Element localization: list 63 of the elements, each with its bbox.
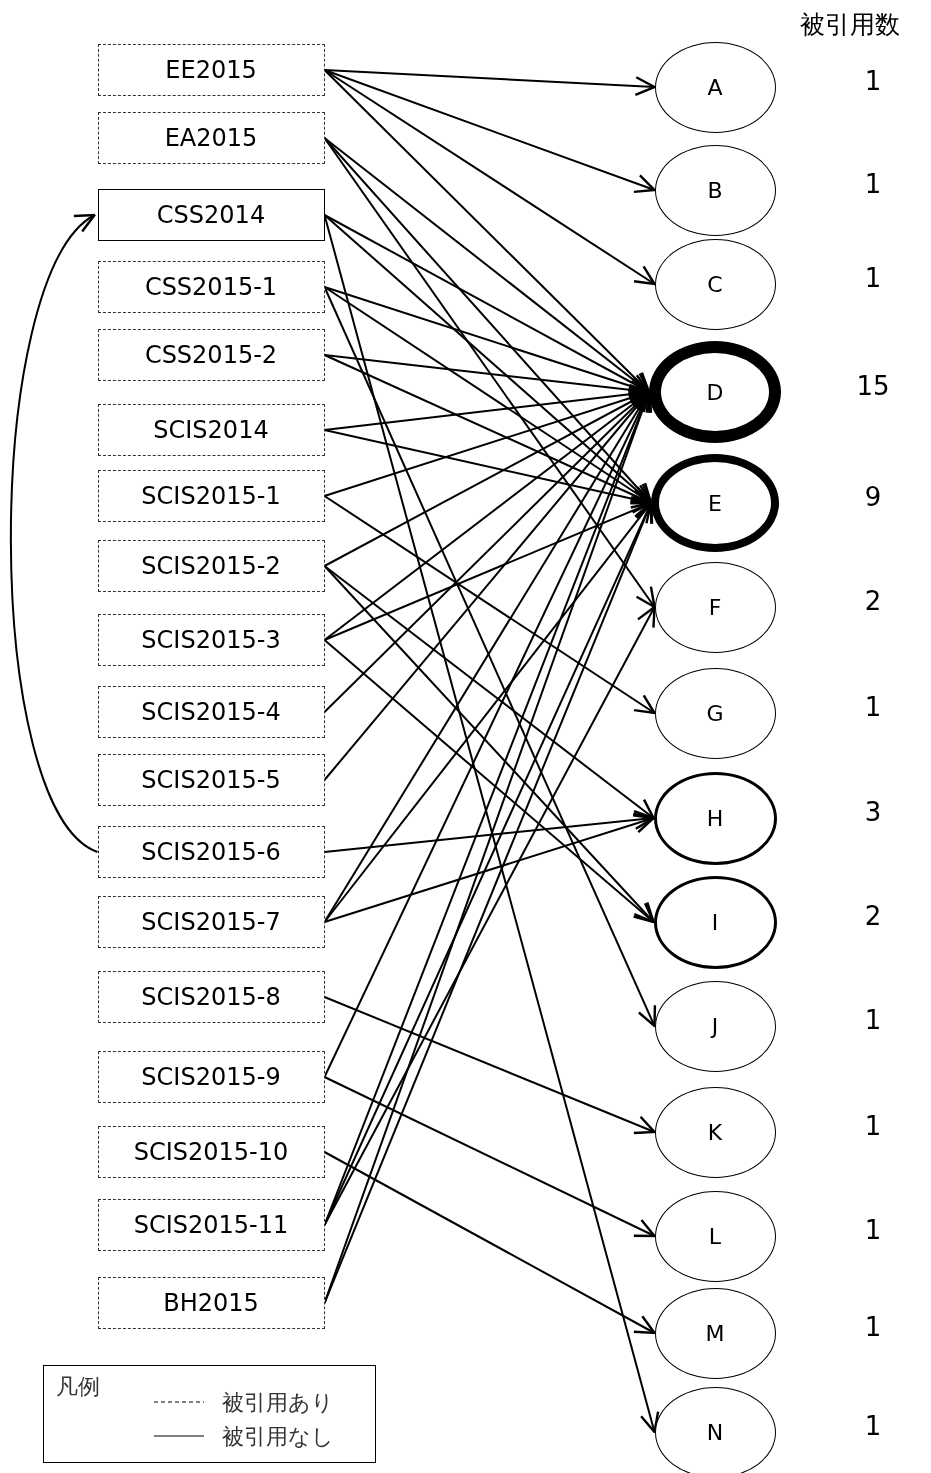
- paper-box: CSS2015-2: [97, 329, 325, 381]
- paper-box: CSS2014: [97, 189, 325, 241]
- paper-box: SCIS2015-9: [97, 1051, 325, 1103]
- paper-box: SCIS2015-10: [97, 1126, 325, 1178]
- citation-count: 1: [864, 1215, 882, 1245]
- arrow: [323, 1151, 656, 1335]
- legend-text: 被引用なし: [222, 1423, 334, 1451]
- paper-box: SCIS2015-1: [97, 470, 325, 522]
- cited-paper-ellipse: D: [649, 341, 781, 443]
- citation-count: 9: [864, 482, 882, 512]
- paper-box: EA2015: [97, 112, 325, 164]
- citation-count: 2: [864, 586, 882, 616]
- arrow: [9, 213, 99, 853]
- paper-box: EE2015: [97, 44, 325, 96]
- arrow: [323, 69, 656, 97]
- arrow: [323, 137, 656, 609]
- paper-box: SCIS2015-3: [97, 614, 325, 666]
- arrow: [323, 565, 655, 820]
- citation-count: 15: [856, 371, 890, 401]
- cited-paper-ellipse: L: [654, 1190, 776, 1282]
- arrow: [323, 495, 656, 715]
- paper-box: SCIS2015-5: [97, 754, 325, 806]
- paper-box: SCIS2015-2: [97, 540, 325, 592]
- arrow: [323, 1076, 656, 1238]
- cited-paper-ellipse: I: [653, 875, 777, 969]
- cited-paper-ellipse: K: [654, 1086, 776, 1178]
- legend-heading: 凡例: [56, 1373, 100, 1401]
- citation-count: 1: [864, 66, 882, 96]
- cited-paper-ellipse: E: [651, 454, 779, 552]
- citation-count: 2: [864, 901, 882, 931]
- paper-box: SCIS2015-8: [97, 971, 325, 1023]
- arrow: [323, 814, 655, 923]
- cited-paper-ellipse: H: [653, 771, 777, 865]
- paper-box: CSS2015-1: [97, 261, 325, 313]
- paper-box: BH2015: [97, 1277, 325, 1329]
- paper-box: SCIS2015-6: [97, 826, 325, 878]
- cited-paper-ellipse: M: [654, 1287, 776, 1379]
- paper-box: SCIS2015-11: [97, 1199, 325, 1251]
- cited-paper-ellipse: J: [654, 980, 776, 1072]
- citation-count: 1: [864, 1312, 882, 1342]
- citation-count: 1: [864, 1411, 882, 1441]
- arrow: [323, 809, 655, 853]
- paper-box: SCIS2015-4: [97, 686, 325, 738]
- paper-box: SCIS2015-7: [97, 896, 325, 948]
- paper-box: SCIS2014: [97, 404, 325, 456]
- citation-count: 1: [864, 692, 882, 722]
- citation-count: 3: [864, 797, 882, 827]
- arrow: [323, 996, 656, 1135]
- citation-count: 1: [864, 263, 882, 293]
- citation-count: 1: [864, 1005, 882, 1035]
- cited-paper-ellipse: G: [654, 667, 776, 759]
- citation-count: 1: [864, 1111, 882, 1141]
- cited-paper-ellipse: F: [654, 561, 776, 653]
- cited-paper-ellipse: A: [654, 41, 776, 133]
- arrow: [323, 286, 657, 1028]
- cited-paper-ellipse: B: [654, 144, 776, 236]
- cited-paper-ellipse: N: [654, 1386, 776, 1473]
- arrow: [323, 605, 656, 1226]
- cited-paper-ellipse: C: [654, 238, 776, 330]
- citation-count: 1: [864, 169, 882, 199]
- arrow: [323, 639, 655, 924]
- column-heading: 被引用数: [800, 9, 900, 41]
- legend-text: 被引用あり: [222, 1389, 334, 1417]
